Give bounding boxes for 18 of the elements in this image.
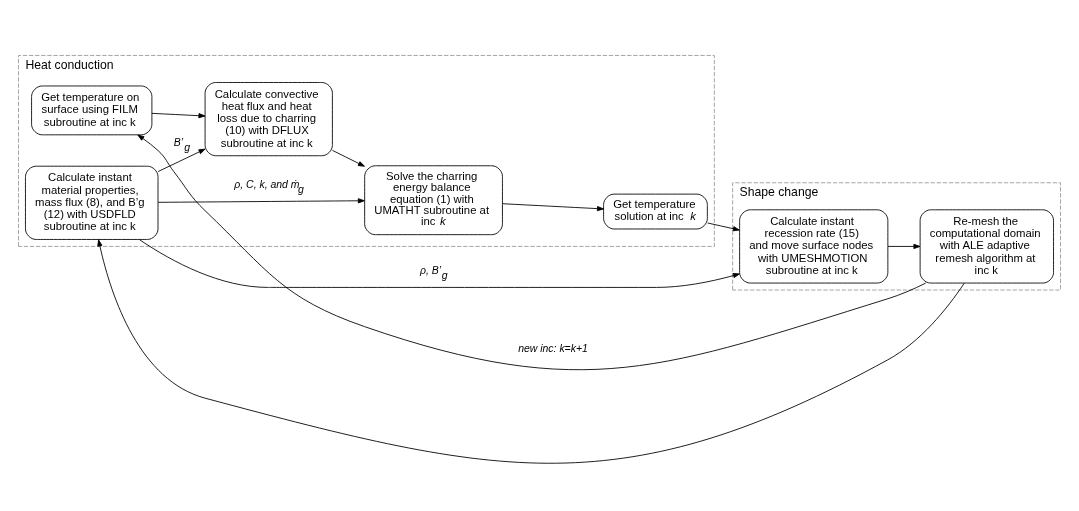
arrow bbox=[332, 149, 365, 167]
arrow bbox=[887, 243, 921, 249]
arrow bbox=[139, 238, 740, 288]
arrow bbox=[137, 134, 927, 370]
arrow bbox=[157, 148, 206, 172]
arrow bbox=[707, 222, 740, 231]
node-box: Get temperature on surface using FILM subroutine at inc k bbox=[31, 85, 153, 135]
arrow bbox=[157, 197, 365, 203]
arrow bbox=[97, 238, 965, 464]
node-box: Solve the charring energy balance equation (1) with UMATHT subroutine at inc k bbox=[364, 164, 503, 235]
edge-label: new inc: k=k+1 bbox=[518, 342, 588, 354]
node-box: Re-mesh the computational domain with ALE adaptive remesh algorithm at inc k bbox=[919, 208, 1054, 283]
node-box: Calculate instant recession rate (15) and move surface nodes with UMESHMOTION subroutine at inc k bbox=[739, 208, 889, 283]
node-box: Calculate convective heat flux and heat loss due to charring (10) with DFLUX subroutine at inc k bbox=[204, 81, 333, 156]
arrow bbox=[151, 112, 206, 118]
arrow bbox=[502, 202, 604, 211]
node-box: Get temperature solution at inc k bbox=[603, 193, 708, 229]
node-box: Calculate instant material properties, mass flux (8), and B’g (12) with USDFLD subroutine at inc k bbox=[25, 165, 159, 240]
